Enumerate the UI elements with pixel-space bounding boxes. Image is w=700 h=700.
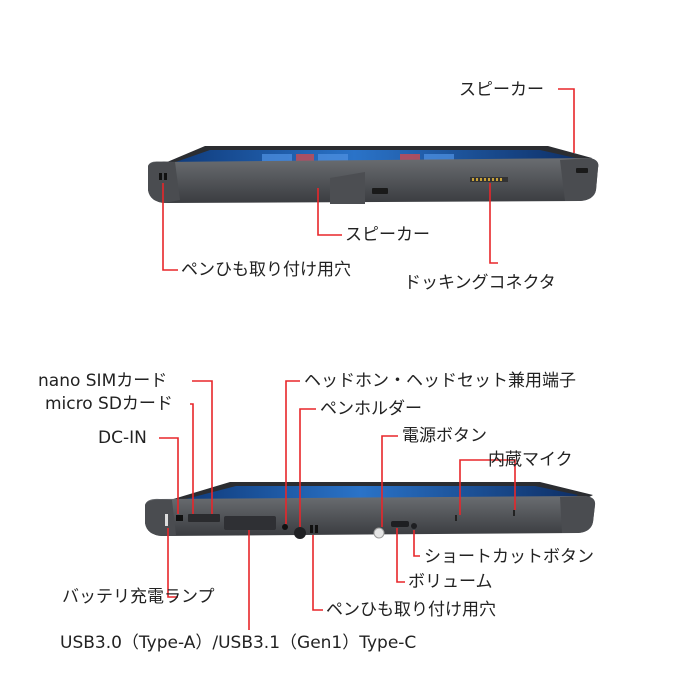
label-dc-in: DC-IN [98,428,147,448]
label-strap-hole-top: ペンひも取り付け用穴 [181,260,351,280]
leader-speaker-front [317,188,342,236]
strap-hole-top-icon [159,173,162,180]
label-speaker-top-right: スピーカー [459,80,544,100]
label-microphone: 内蔵マイク [488,450,573,470]
battery-lamp-icon [165,514,168,526]
screen-tiles [262,154,454,162]
label-micro-sd: micro SDカード [45,394,173,414]
bumper-mid [330,172,365,204]
leader-volume [396,528,405,583]
bumper-right [560,158,599,201]
leader-strap-top [162,183,178,271]
label-nano-sim: nano SIMカード [38,371,168,391]
power-button [373,527,385,539]
label-power-button: 電源ボタン [402,426,487,446]
label-pen-holder: ペンホルダー [320,399,422,419]
leader-strap-side [312,535,323,611]
front-speaker-grille [372,188,388,194]
mic-hole-2 [513,510,515,516]
leader-speaker-top-right [558,88,575,153]
tablet-top-body [148,158,599,203]
leader-mic-2 [484,459,516,510]
leader-micro-sd [190,403,194,514]
volume-rocker [391,521,409,527]
leader-headphone [285,380,300,524]
right-speaker-grille [576,168,588,173]
label-docking-connector: ドッキングコネクタ [404,273,556,293]
leader-lines [159,88,575,630]
label-headphone-jack: ヘッドホン・ヘッドセット兼用端子 [304,371,576,391]
label-shortcut-button: ショートカットボタン [424,547,594,567]
sim-sd-cover [188,514,220,522]
leader-shortcut [413,530,420,557]
shortcut-button [411,523,417,529]
tablet-top-view [148,146,599,204]
label-strap-hole-side: ペンひも取り付け用穴 [326,600,496,620]
leader-nano-sim [192,380,213,514]
pen-holder [294,527,306,539]
dc-in-port [176,515,183,521]
strap-hole-side-icon [310,525,313,533]
tablet-side-view [145,482,596,539]
leader-pen-holder [299,408,316,527]
headphone-jack [282,524,288,530]
leader-mic [459,459,484,515]
label-battery-lamp: バッテリ充電ランプ [62,587,215,607]
usb-port-cover [224,516,276,530]
bumper-left [148,161,180,203]
label-usb-ports: USB3.0（Type-A）/USB3.1（Gen1）Type-C [60,633,417,653]
label-volume: ボリューム [408,572,493,592]
leader-dc-in [159,437,179,514]
leader-power [381,435,398,527]
leader-docking [489,183,498,264]
leader-battery-lamp [167,528,178,598]
mic-hole-1 [455,515,457,521]
label-speaker-front: スピーカー [345,225,430,245]
